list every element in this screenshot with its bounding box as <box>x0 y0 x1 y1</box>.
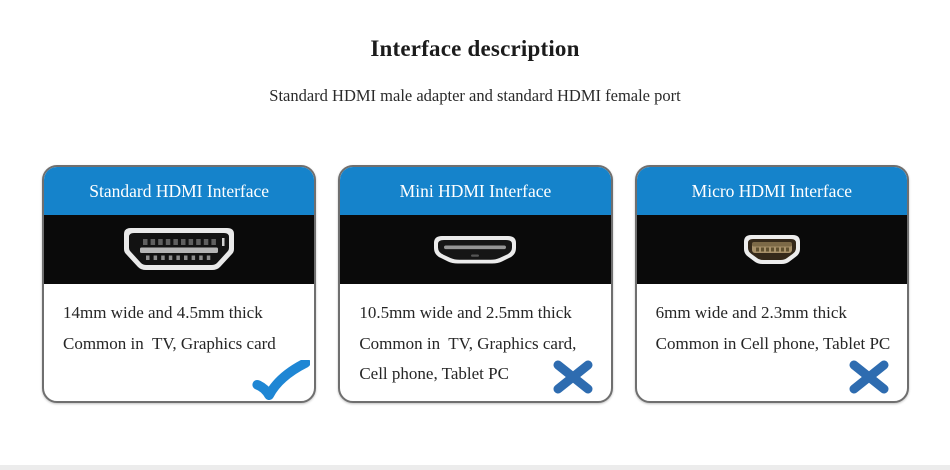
standard-hdmi-port-icon <box>124 227 235 270</box>
card-header: Standard HDMI Interface <box>44 167 315 215</box>
connector-photo-panel <box>44 215 315 284</box>
spec-line: 6mm wide and 2.3mm thick <box>655 303 847 322</box>
interface-cards: Standard HDMI Interface <box>42 165 909 403</box>
card-spec-text: 10.5mm wide and 2.5mm thick Common in TV… <box>340 284 610 401</box>
card-header: Micro HDMI Interface <box>636 167 907 215</box>
page-subtitle: Standard HDMI male adapter and standard … <box>269 86 681 105</box>
bottom-divider <box>0 465 950 470</box>
micro-hdmi-port-icon <box>743 234 800 264</box>
spec-line: Common in Cell phone, Tablet PC <box>655 333 891 353</box>
mini-hdmi-port-icon <box>434 235 517 263</box>
micro-hdmi-card: Micro HDMI Interface 6mm wide and 2.3mm … <box>634 165 909 403</box>
spec-line: Cell phone, Tablet PC <box>359 364 509 383</box>
page-title: Interface description <box>370 36 580 61</box>
spec-line: 10.5mm wide and 2.5mm thick <box>359 303 572 322</box>
connector-photo-panel <box>340 215 611 284</box>
mini-hdmi-card: Mini HDMI Interface 10.5mm wide and 2.5m… <box>338 165 613 403</box>
check-icon <box>252 360 311 400</box>
spec-line: Common in TV, Graphics card <box>63 333 276 353</box>
spec-line: Common in TV, Graphics card, <box>359 333 577 353</box>
card-header: Mini HDMI Interface <box>340 167 611 215</box>
cross-icon <box>849 360 889 394</box>
cross-icon <box>553 360 593 394</box>
card-spec-text: 6mm wide and 2.3mm thick Common in Cell … <box>637 284 907 401</box>
connector-photo-panel <box>636 215 907 284</box>
card-spec-text: 14mm wide and 4.5mm thick Common in TV, … <box>44 284 314 401</box>
standard-hdmi-card: Standard HDMI Interface <box>42 165 317 403</box>
spec-line: 14mm wide and 4.5mm thick <box>63 303 263 322</box>
